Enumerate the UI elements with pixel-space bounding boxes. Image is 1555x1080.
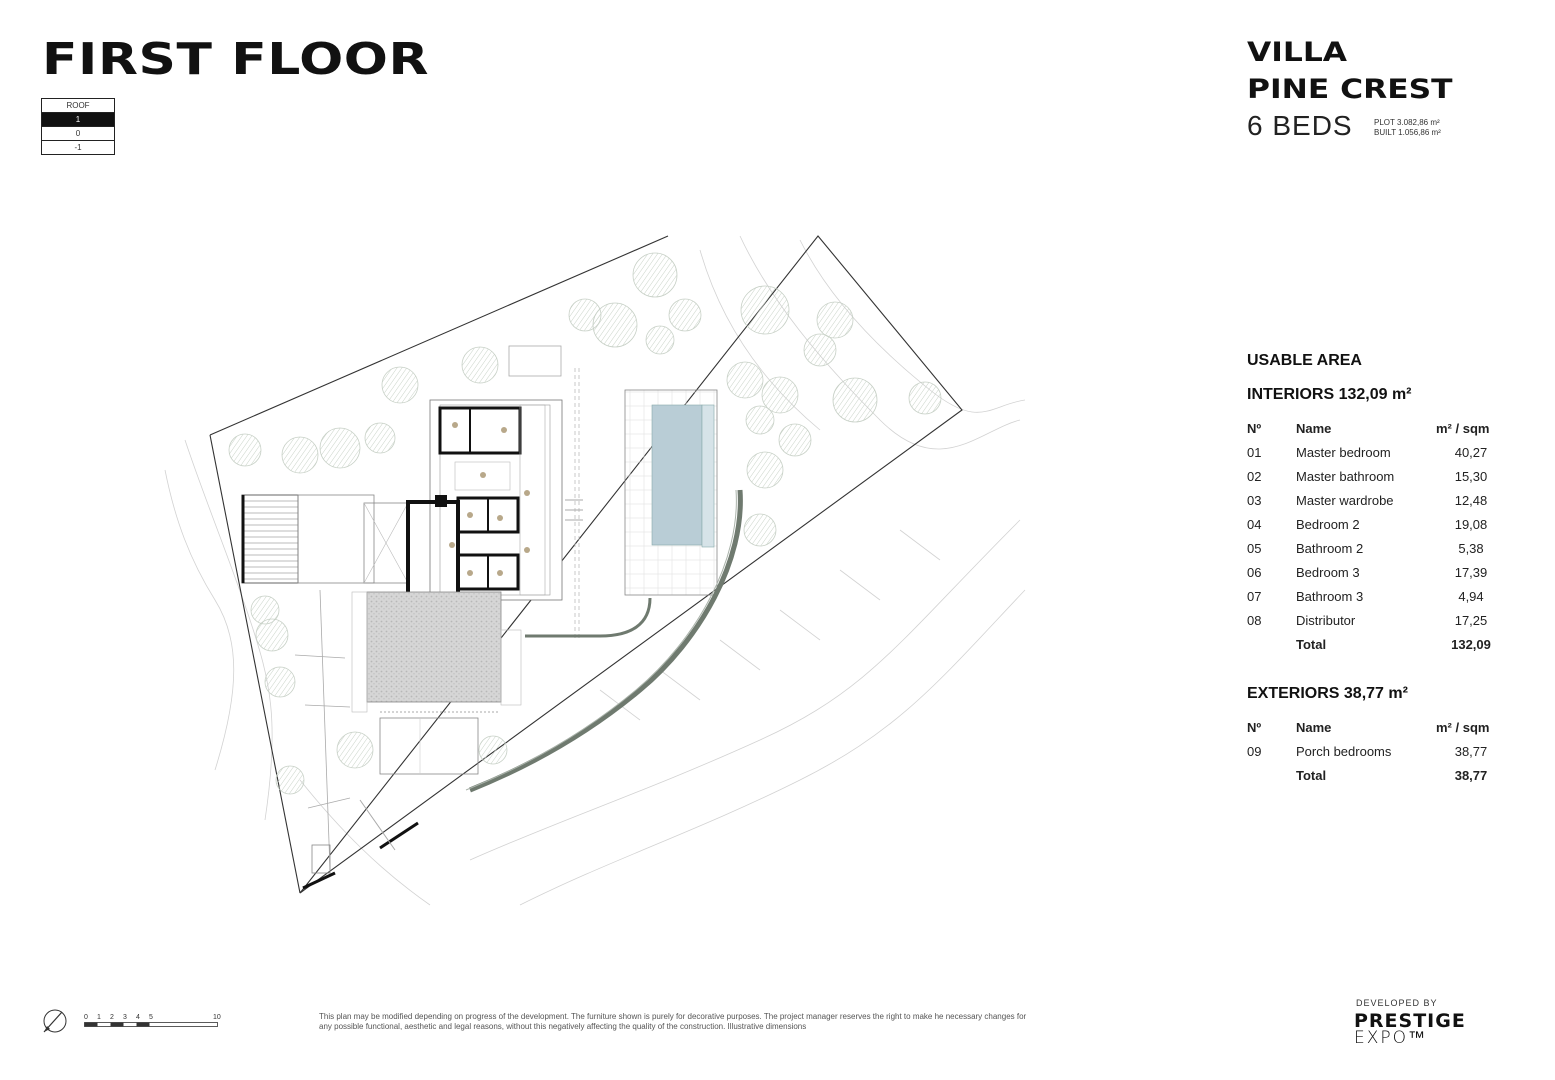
row-value: 15,30 xyxy=(1454,468,1488,484)
header-name: Name xyxy=(1296,719,1332,735)
plot-built-info: PLOT 3.082,86 m² BUILT 1.056,86 m² xyxy=(1374,118,1441,138)
gravel-roof xyxy=(366,591,502,703)
level-roof[interactable]: ROOF xyxy=(66,101,90,110)
row-no: 05 xyxy=(1247,540,1262,556)
level-minus-1[interactable]: -1 xyxy=(42,140,114,154)
brand-main: PRESTIGE xyxy=(1354,1010,1466,1032)
row-name: Bedroom 3 xyxy=(1296,564,1360,580)
table-row: 06 Bedroom 3 17,39 xyxy=(1247,560,1506,584)
exteriors-title: EXTERIORS 38,77 m² xyxy=(1247,685,1408,702)
driveway xyxy=(469,489,743,793)
exteriors-table: Nº Name m² / sqm 09 Porch bedrooms 38,77… xyxy=(1247,715,1506,787)
table-row: 08 Distributor 17,25 xyxy=(1247,608,1506,632)
table-row: 04 Bedroom 2 19,08 xyxy=(1247,512,1506,536)
scale-label: 5 xyxy=(149,1014,153,1021)
header-name: Name xyxy=(1296,420,1332,436)
plot-boundary xyxy=(209,235,963,894)
total-row: Total 38,77 xyxy=(1247,763,1506,787)
row-no: 06 xyxy=(1247,564,1262,580)
villa-name: VILLA PINE CREST xyxy=(1247,34,1453,108)
row-value: 40,27 xyxy=(1454,444,1488,460)
developed-by-label: DEVELOPED BY xyxy=(1356,998,1438,1008)
trees xyxy=(228,252,942,795)
scale-label: 10 xyxy=(213,1014,221,1021)
carport xyxy=(508,345,562,377)
table-row: 01 Master bedroom 40,27 xyxy=(1247,440,1506,464)
row-value: 5,38 xyxy=(1458,540,1484,556)
villa-name-line1: VILLA xyxy=(1247,37,1348,68)
scale-label: 0 xyxy=(84,1014,88,1021)
villa-name-line2: PINE CREST xyxy=(1247,74,1453,105)
row-name: Bathroom 3 xyxy=(1296,588,1364,604)
row-name: Master wardrobe xyxy=(1296,492,1394,508)
total-label: Total xyxy=(1296,636,1327,652)
table-row: 07 Bathroom 3 4,94 xyxy=(1247,584,1506,608)
row-no: 07 xyxy=(1247,588,1262,604)
built-area: BUILT 1.056,86 m² xyxy=(1374,128,1441,137)
floor-level-selector: ROOF 1 0 -1 xyxy=(41,98,115,155)
total-spacer xyxy=(1247,632,1296,656)
row-value: 17,39 xyxy=(1454,564,1488,580)
row-no: 09 xyxy=(1247,743,1262,759)
total-value: 132,09 xyxy=(1451,636,1491,652)
row-name: Distributor xyxy=(1296,612,1356,628)
beds-count: 6 BEDS xyxy=(1247,110,1353,141)
page-title: FIRST FLOOR xyxy=(42,34,430,85)
row-name: Porch bedrooms xyxy=(1296,743,1392,759)
usable-area-title: USABLE AREA xyxy=(1247,352,1362,369)
row-name: Bedroom 2 xyxy=(1296,516,1360,532)
north-arrow-icon xyxy=(43,1009,67,1033)
table-row: 02 Master bathroom 15,30 xyxy=(1247,464,1506,488)
row-name: Master bedroom xyxy=(1296,444,1391,460)
interiors-title: INTERIORS 132,09 m² xyxy=(1247,386,1412,403)
row-no: 08 xyxy=(1247,612,1262,628)
header-no: Nº xyxy=(1247,420,1262,436)
row-value: 4,94 xyxy=(1458,588,1484,604)
table-header-row: Nº Name m² / sqm xyxy=(1247,416,1506,440)
interiors-table: Nº Name m² / sqm 01 Master bedroom 40,27… xyxy=(1247,416,1506,656)
total-row: Total 132,09 xyxy=(1247,632,1506,656)
total-value: 38,77 xyxy=(1454,767,1488,783)
total-label: Total xyxy=(1296,767,1327,783)
table-header-row: Nº Name m² / sqm xyxy=(1247,715,1506,739)
pool xyxy=(651,404,703,546)
header-no: Nº xyxy=(1247,719,1262,735)
scale-label: 2 xyxy=(110,1014,114,1021)
header-value: m² / sqm xyxy=(1436,420,1490,436)
disclaimer-text: This plan may be modified depending on p… xyxy=(319,1012,1027,1031)
row-no: 02 xyxy=(1247,468,1262,484)
table-row: 09 Porch bedrooms 38,77 xyxy=(1247,739,1506,763)
row-no: 04 xyxy=(1247,516,1262,532)
table-row: 03 Master wardrobe 12,48 xyxy=(1247,488,1506,512)
row-name: Master bathroom xyxy=(1296,468,1395,484)
row-value: 38,77 xyxy=(1454,743,1488,759)
plot-area: PLOT 3.082,86 m² xyxy=(1374,118,1440,127)
row-name: Bathroom 2 xyxy=(1296,540,1364,556)
row-value: 12,48 xyxy=(1454,492,1488,508)
table-row: 05 Bathroom 2 5,38 xyxy=(1247,536,1506,560)
header-value: m² / sqm xyxy=(1436,719,1490,735)
building xyxy=(406,399,583,601)
pergola xyxy=(241,494,299,584)
scale-label: 4 xyxy=(136,1014,140,1021)
scale-label: 3 xyxy=(123,1014,127,1021)
level-1[interactable]: 1 xyxy=(42,112,114,126)
row-no: 01 xyxy=(1247,444,1262,460)
developer-logo: PRESTIGE EXPO™ xyxy=(1354,1010,1466,1048)
row-value: 17,25 xyxy=(1454,612,1488,628)
row-no: 03 xyxy=(1247,492,1262,508)
row-value: 19,08 xyxy=(1454,516,1488,532)
total-spacer xyxy=(1247,763,1296,787)
brand-sub: EXPO™ xyxy=(1354,1028,1428,1048)
scale-label: 1 xyxy=(97,1014,101,1021)
level-0[interactable]: 0 xyxy=(42,126,114,140)
scale-bar xyxy=(84,1022,218,1027)
